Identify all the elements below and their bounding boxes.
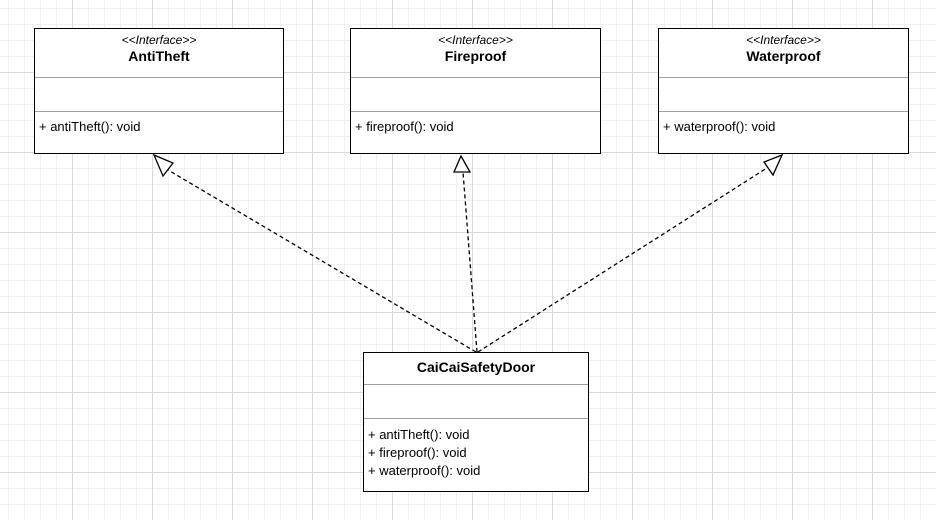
class-header: <<Interface>> Waterproof	[659, 29, 908, 78]
class-header: CaiCaiSafetyDoor	[364, 353, 588, 385]
class-header: <<Interface>> Fireproof	[351, 29, 600, 78]
hollow-arrowhead-waterproof-icon	[762, 153, 784, 177]
class-name: CaiCaiSafetyDoor	[416, 359, 536, 375]
realization-fireproof[interactable]	[453, 154, 478, 353]
operations-compartment: + waterproof(): void	[659, 112, 908, 136]
attributes-compartment	[364, 385, 588, 419]
operation: + fireproof(): void	[355, 119, 454, 134]
operation: + waterproof(): void	[368, 463, 481, 478]
realization-antitheft[interactable]	[152, 153, 477, 353]
dashed-line-waterproof	[477, 165, 771, 353]
interface-waterproof[interactable]: <<Interface>> Waterproof + waterproof():…	[658, 28, 909, 154]
hollow-arrowhead-antitheft-icon	[152, 153, 175, 178]
operations-compartment: + fireproof(): void	[351, 112, 600, 136]
stereotype-label: <<Interface>>	[438, 33, 513, 47]
operation: + antiTheft(): void	[368, 427, 470, 442]
operation: + antiTheft(): void	[39, 119, 141, 134]
attributes-compartment	[35, 78, 283, 112]
operation: + waterproof(): void	[663, 119, 776, 134]
class-name: AntiTheft	[128, 48, 190, 64]
dashed-line-antitheft	[162, 166, 477, 353]
hollow-arrowhead-fireproof-icon	[453, 154, 472, 173]
stereotype-label: <<Interface>>	[746, 33, 821, 47]
operations-compartment: + antiTheft(): void + fireproof(): void …	[364, 419, 588, 480]
class-caicaisafetydoor[interactable]: CaiCaiSafetyDoor + antiTheft(): void + f…	[363, 352, 589, 492]
attributes-compartment	[351, 78, 600, 112]
class-name: Waterproof	[746, 48, 821, 64]
operations-compartment: + antiTheft(): void	[35, 112, 283, 136]
dashed-line-fireproof	[462, 171, 478, 353]
realization-waterproof[interactable]	[477, 153, 784, 353]
class-header: <<Interface>> AntiTheft	[35, 29, 283, 78]
interface-fireproof[interactable]: <<Interface>> Fireproof + fireproof(): v…	[350, 28, 601, 154]
stereotype-label: <<Interface>>	[121, 33, 197, 47]
interface-antitheft[interactable]: <<Interface>> AntiTheft + antiTheft(): v…	[34, 28, 284, 154]
operation: + fireproof(): void	[368, 445, 467, 460]
attributes-compartment	[659, 78, 908, 112]
class-name: Fireproof	[444, 48, 507, 64]
